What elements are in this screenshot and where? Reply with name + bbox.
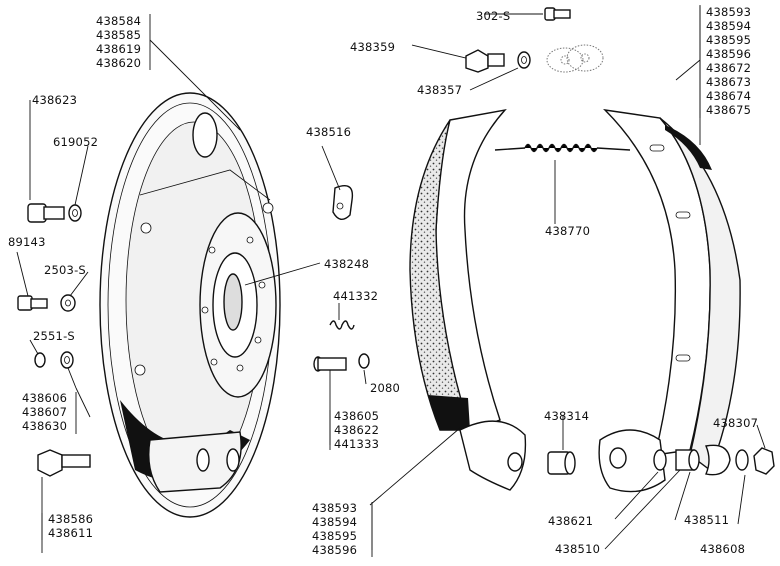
label-438593-r: 438593 xyxy=(706,5,751,19)
label-438585: 438585 xyxy=(96,28,141,42)
label-2080: 2080 xyxy=(370,381,400,395)
label-438357: 438357 xyxy=(417,83,462,97)
label-438606: 438606 xyxy=(22,391,67,405)
part-2080-washer xyxy=(358,353,370,369)
part-438770-spring xyxy=(494,143,631,153)
label-438622: 438622 xyxy=(334,423,379,437)
label-438516: 438516 xyxy=(306,125,351,139)
label-438594-l: 438594 xyxy=(312,515,357,529)
part-619052-washer xyxy=(68,204,82,222)
part-89143-bolt xyxy=(17,295,48,311)
label-2503s: 2503-S xyxy=(44,263,86,277)
label-302s: 302-S xyxy=(476,9,510,23)
label-438510: 438510 xyxy=(555,542,600,556)
label-89143: 89143 xyxy=(8,235,46,249)
label-438584: 438584 xyxy=(96,14,141,28)
label-438359: 438359 xyxy=(350,40,395,54)
part-438314-bushing xyxy=(547,451,576,475)
label-438770: 438770 xyxy=(545,224,590,238)
label-438586: 438586 xyxy=(48,512,93,526)
label-438594-r: 438594 xyxy=(706,19,751,33)
part-438621-washer xyxy=(653,449,667,471)
backing-plate xyxy=(99,92,281,518)
label-438605: 438605 xyxy=(334,409,379,423)
part-438516-cam xyxy=(332,185,354,220)
label-438674-r: 438674 xyxy=(706,89,751,103)
label-438314: 438314 xyxy=(544,409,589,423)
label-438248: 438248 xyxy=(324,257,369,271)
label-438621: 438621 xyxy=(548,514,593,528)
label-2551s: 2551-S xyxy=(33,329,75,343)
part-441332-spring xyxy=(329,320,355,330)
label-438619: 438619 xyxy=(96,42,141,56)
label-438607: 438607 xyxy=(22,405,67,419)
part-438605-pin xyxy=(313,356,347,372)
part-438586-bolt xyxy=(37,449,91,477)
label-438620: 438620 xyxy=(96,56,141,70)
label-438307: 438307 xyxy=(713,416,758,430)
part-438623-bolt xyxy=(27,203,65,223)
part-2551s-washer xyxy=(34,352,46,368)
label-438675-r: 438675 xyxy=(706,103,751,117)
part-438359-fitting xyxy=(465,49,505,73)
label-438595-r: 438595 xyxy=(706,33,751,47)
label-438593-l: 438593 xyxy=(312,501,357,515)
part-438307-nut xyxy=(753,447,775,475)
part-2503s-nut xyxy=(60,294,76,312)
part-438357-washer xyxy=(517,51,531,69)
label-438608: 438608 xyxy=(700,542,745,556)
label-438673-r: 438673 xyxy=(706,75,751,89)
label-619052: 619052 xyxy=(53,135,98,149)
part-438510-adjuster xyxy=(675,449,700,471)
label-438672-r: 438672 xyxy=(706,61,751,75)
gasket-set xyxy=(546,44,604,73)
label-438623: 438623 xyxy=(32,93,77,107)
label-438596-l: 438596 xyxy=(312,543,357,557)
part-438608-washer xyxy=(735,449,749,471)
part-438606-washer xyxy=(60,351,74,369)
label-438595-l: 438595 xyxy=(312,529,357,543)
brake-shoe-right xyxy=(598,109,741,493)
part-438511-plate xyxy=(705,444,731,476)
label-441333: 441333 xyxy=(334,437,379,451)
brake-shoe-left xyxy=(409,108,527,491)
label-441332: 441332 xyxy=(333,289,378,303)
label-438630: 438630 xyxy=(22,419,67,433)
part-302s-screw xyxy=(544,7,571,21)
label-438511: 438511 xyxy=(684,513,729,527)
group-brackets xyxy=(41,6,701,557)
label-438596-r: 438596 xyxy=(706,47,751,61)
callout-labels: 438584 438585 438619 438620 438623 61905… xyxy=(8,5,758,557)
label-438611: 438611 xyxy=(48,526,93,540)
